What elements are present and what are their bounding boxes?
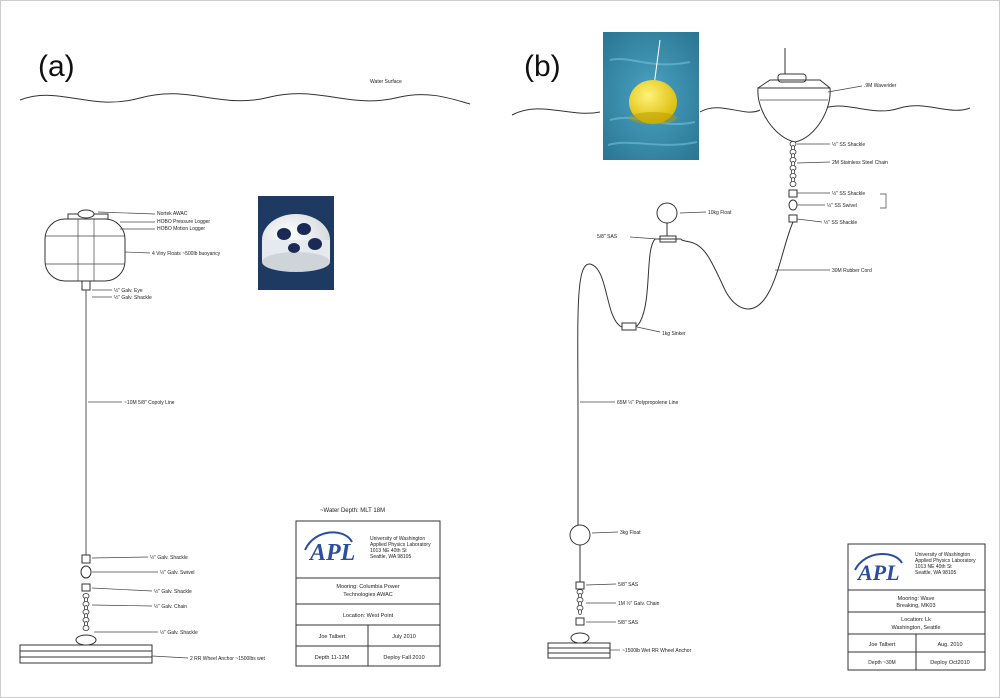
tb-b-date: Aug. 2010: [937, 642, 962, 648]
label-sinker: 1kg Sinker: [662, 331, 686, 337]
tb-b-name: Joe Talbert: [869, 642, 896, 648]
svg-text:APL: APL: [308, 540, 355, 566]
label-ss-shackle-3: ½" SS Shackle: [824, 219, 857, 226]
label-shackle-3: ½" Galv. Shackle: [154, 588, 192, 595]
tb-a-name: Joe Talbert: [319, 634, 346, 640]
tb-b-location-1: Washington, Seattle: [891, 625, 940, 631]
label-shackle-4: ½" Galv. Shackle: [160, 629, 198, 636]
polypropylene-line: [577, 238, 656, 526]
tb-b-mooring-0: Mooring: Wave: [898, 596, 935, 602]
tb-b-deploy: Deploy Oct2010: [930, 660, 969, 666]
sas-2: [575, 581, 585, 590]
tb-b-org-0: University of Washington: [915, 552, 970, 558]
rr-wheel-anchor-a: [19, 644, 153, 664]
tb-b-org-1: Applied Physics Laboratory: [915, 558, 976, 564]
water-depth-label: ~Water Depth: MLT 18M: [320, 508, 385, 514]
label-motion-logger: HOBO Motion Logger: [157, 226, 205, 232]
label-float-10kg: 10kg Float: [708, 210, 732, 216]
sinker-1kg: [621, 322, 637, 331]
label-waverider: .9M Waverider: [864, 83, 897, 89]
label-chain: ½" Galv. Chain: [154, 603, 187, 610]
hardware-stack-a: [75, 554, 97, 646]
label-ss-shackle-1: ½" SS Shackle: [832, 141, 865, 148]
ss-chain: [789, 141, 797, 187]
tb-a-mooring-0: Mooring: Columbia Power: [336, 584, 399, 590]
label-swivel: ½" Galv. Swivel: [160, 569, 194, 576]
tb-a-depth: Depth 11-12M: [315, 655, 350, 661]
label-ss-shackle-2: ½" SS Shackle: [832, 190, 865, 197]
float-10kg: [656, 202, 678, 224]
water-surface-label: Water Surface: [370, 79, 402, 85]
label-galv-chain: 1M ½" Galv. Chain: [618, 600, 660, 607]
chain-link: [578, 609, 582, 615]
label-shackle-2: ½" Galv. Shackle: [150, 554, 188, 561]
tb-b-depth: Depth ~30M: [868, 660, 895, 666]
panel-b-label: (b): [524, 50, 561, 83]
title-block-a: APL University of Washington Applied Phy…: [295, 520, 441, 667]
label-eye: ½" Galv. Eye: [114, 287, 143, 294]
tb-a-location: Location: West Point: [343, 613, 394, 619]
tb-b-location-0: Location: Lk: [901, 617, 931, 623]
tb-a-date: July 2010: [392, 634, 416, 640]
label-sas-3: 5/8" SAS: [618, 620, 639, 626]
tb-b-mooring-1: Breaking, MK03: [896, 603, 935, 609]
tb-a-org-0: University of Washington: [370, 536, 425, 542]
tb-b-org-2: 1013 NE 40th St: [915, 564, 952, 570]
water-surface-line-a: [19, 93, 471, 105]
label-ss-swivel: ½" SS Swivel: [827, 202, 857, 209]
rr-wheel-anchor-b: [547, 642, 611, 659]
tb-a-mooring-1: Technologies AWAC: [343, 592, 392, 598]
rubber-cord: [680, 221, 794, 310]
waverider-photo: [603, 32, 699, 160]
label-anchor-a: 2 RR Wheel Anchor ~1500lbs wet: [190, 656, 266, 662]
float-3kg: [569, 524, 591, 546]
label-sas-2: 5/8" SAS: [618, 582, 639, 588]
tb-b-org-3: Seattle, WA 98105: [915, 570, 956, 576]
apl-logo-b: APL: [854, 552, 903, 585]
title-block-b: APL University of Washington Applied Phy…: [847, 543, 986, 671]
awac-photo: [258, 196, 334, 290]
galv-chain-b: [576, 589, 584, 615]
tb-a-deploy: Deploy Fall 2010: [383, 655, 424, 661]
waverider-buoy: [757, 48, 831, 143]
apl-logo-a: APL: [304, 531, 355, 566]
label-floats: 4 Viny Floats ~500lb buoyancy: [152, 251, 221, 257]
tb-a-org-2: 1013 NE 40th St: [370, 548, 407, 554]
label-rubber-cord: 30M Rubber Cord: [832, 268, 872, 274]
tb-a-org-3: Seattle, WA 98105: [370, 554, 411, 560]
panel-a-label: (a): [38, 50, 75, 83]
label-ss-chain: 2M Stainless Steel Chain: [832, 160, 888, 166]
label-shackle-1: ½" Galv. Shackle: [114, 294, 152, 301]
sas-1: [655, 235, 681, 243]
label-sas-1: 5/8" SAS: [597, 234, 618, 240]
chain-link: [789, 181, 797, 187]
label-pressure-logger: HOBO Pressure Logger: [157, 219, 210, 225]
label-float-3kg: 3kg Float: [620, 530, 641, 536]
label-anchor-b: ~1500lb Wet RR Wheel Anchor: [622, 648, 692, 654]
water-surface-line-b: [511, 105, 971, 116]
label-awac: Nortek AWAC: [157, 211, 188, 217]
label-copoly-line: ~10M 5/8" Copoly Line: [124, 400, 175, 406]
label-poly-line: 65M ½" Polypropolene Line: [617, 399, 678, 406]
awac-float-assembly: [44, 209, 126, 291]
chain-link: [82, 625, 90, 631]
sas-3: [575, 617, 585, 626]
tb-a-org-1: Applied Physics Laboratory: [370, 542, 431, 548]
svg-text:APL: APL: [856, 560, 900, 585]
